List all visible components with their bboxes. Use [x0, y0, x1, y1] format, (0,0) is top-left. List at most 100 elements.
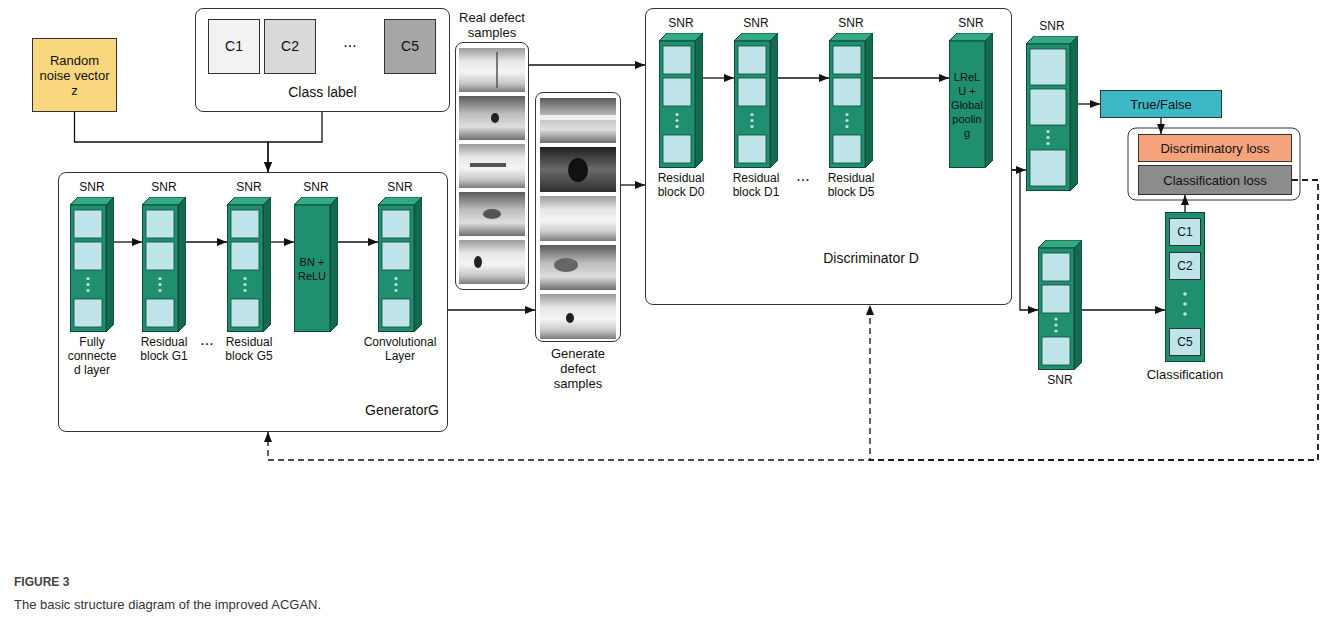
- vertical-dots: [675, 125, 678, 128]
- feature-square: [382, 242, 410, 270]
- connector-arrow: [268, 180, 1318, 460]
- defect-mark: [554, 258, 578, 272]
- connector-arrow: [338, 241, 378, 242]
- vertical-dots: [750, 119, 753, 122]
- snr-label: SNR: [291, 179, 341, 195]
- box-label: C1: [1173, 225, 1197, 240]
- sample-frame: [455, 42, 529, 290]
- feature-square: [146, 210, 174, 238]
- group-title: GeneratorG: [289, 401, 439, 419]
- connector-arrow: [186, 241, 227, 242]
- sample-image: [540, 98, 616, 143]
- sample-image: [459, 96, 525, 140]
- vertical-dots: [845, 125, 848, 128]
- snr-label: SNR: [67, 179, 117, 195]
- connector-arrow: [1078, 103, 1100, 104]
- connector-arrow: [1012, 170, 1038, 310]
- layer-block: SNRFully connected layer: [67, 179, 117, 377]
- vertical-dots: [845, 113, 848, 116]
- box-label: Random noise vector z: [36, 53, 113, 98]
- snr-label: SNR: [1035, 372, 1085, 388]
- box-label: True/False: [1104, 97, 1218, 112]
- group-title: Discriminator D: [796, 249, 946, 267]
- block-front-face: [71, 205, 107, 332]
- generator-group: GeneratorG SNRFully connected layer SNRRes…: [58, 172, 448, 432]
- snr-label: SNR: [731, 15, 781, 31]
- sample-panel: Real defect samples: [455, 8, 529, 290]
- class-output-box: C1: [1169, 218, 1201, 246]
- block-shape: [70, 197, 114, 332]
- block-side-face: [695, 33, 703, 168]
- layer-block: SNRResidual block D0: [656, 15, 706, 199]
- feature-square: [382, 210, 410, 238]
- feature-square: [146, 242, 174, 270]
- defect-mark: [470, 163, 506, 167]
- vertical-dots: [845, 119, 848, 122]
- layer-label: Residual block D5: [826, 171, 876, 199]
- feature-square: [663, 46, 691, 74]
- connector-arrow: [448, 309, 535, 310]
- figure-number: FIGURE 3: [14, 574, 214, 590]
- block-front-face: [950, 41, 986, 168]
- block-front-face: [228, 205, 264, 332]
- block-graphic: [734, 33, 778, 168]
- block-graphic: [142, 197, 186, 332]
- vertical-dots: [1183, 302, 1187, 306]
- sample-image: [459, 240, 525, 284]
- box-label: Discriminatory loss: [1142, 141, 1288, 156]
- feature-square: [663, 78, 691, 106]
- sample-image: [459, 192, 525, 236]
- loss-container: [1128, 128, 1300, 200]
- feature-square: [74, 242, 102, 270]
- defect-mark: [568, 158, 588, 182]
- vertical-dots: [243, 283, 246, 286]
- layer-block: SNR Residual block D1: [731, 15, 781, 199]
- block-shape: [1026, 36, 1078, 191]
- block-graphic: [1026, 36, 1078, 191]
- box-label: C1: [212, 39, 256, 54]
- layer-block: SNRResidual block D5: [826, 15, 876, 199]
- connector-arrow: [1160, 118, 1161, 134]
- block-shape: [1038, 240, 1082, 370]
- block-shape: [142, 197, 186, 332]
- sample-image: [540, 147, 616, 192]
- connector-arrow: [621, 184, 645, 185]
- loss-box: Discriminatory loss: [1138, 134, 1292, 162]
- connector-arrow: [1184, 195, 1185, 212]
- snr-block: SNR: [1022, 18, 1082, 191]
- vertical-dots: [1054, 317, 1057, 320]
- block-front-face: [735, 41, 771, 168]
- class-output-box: C5: [1169, 328, 1201, 356]
- connector-arrow: [75, 112, 269, 172]
- feature-square: [231, 242, 259, 270]
- box-label: C5: [1173, 335, 1197, 350]
- defect-mark: [540, 115, 616, 120]
- block-graphic: [227, 197, 271, 332]
- connector-arrow: [529, 64, 645, 65]
- vertical-dots: [243, 289, 246, 292]
- sample-panel: Generate defect samples: [535, 92, 621, 391]
- feature-square: [74, 299, 102, 327]
- vertical-dots: [1183, 292, 1187, 296]
- block-shape: [734, 33, 778, 168]
- classification-column: ClassificationC1C2C5: [1140, 212, 1230, 382]
- layer-label: Residual block D1: [731, 171, 781, 199]
- sample-image: [540, 245, 616, 290]
- group-title: Class label: [196, 83, 449, 101]
- block-side-face: [1070, 36, 1078, 191]
- vertical-dots: [675, 113, 678, 116]
- sample-image: [459, 48, 525, 92]
- ellipsis: ...: [192, 332, 222, 348]
- feature-square: [74, 210, 102, 238]
- vertical-dots: [158, 283, 161, 286]
- snr-block: SNR: [1035, 240, 1085, 388]
- vertical-dots: [1046, 136, 1049, 139]
- layer-block: SNRBN + ReLU: [291, 179, 341, 332]
- block-side-face: [178, 197, 186, 332]
- block-graphic: [378, 197, 422, 332]
- block-graphic: [659, 33, 703, 168]
- layer-block: SNRResidual block G5: [224, 179, 274, 363]
- defect-mark: [491, 113, 499, 123]
- layer-block: SNRLReLU + Global pooling: [946, 15, 996, 168]
- vertical-dots: [243, 277, 246, 280]
